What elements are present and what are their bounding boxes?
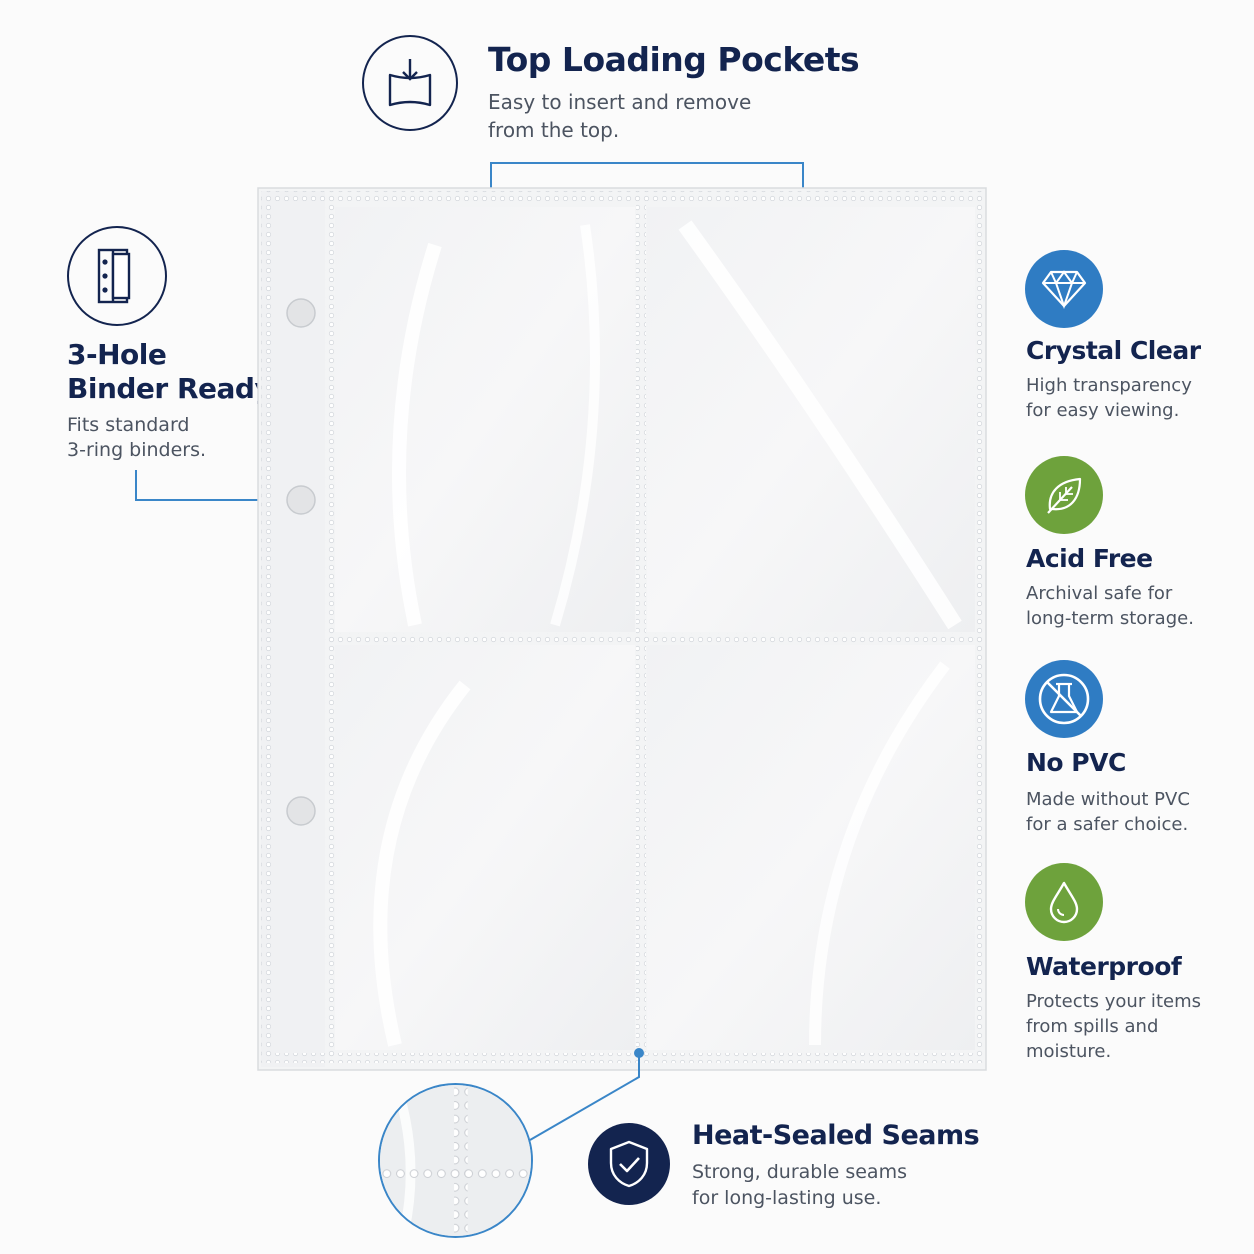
feature-desc-crystal-clear: High transparency for easy viewing. <box>1026 373 1192 423</box>
left-feature-title-line: Binder Ready <box>67 372 273 405</box>
feature-desc-line: Made without PVC <box>1026 789 1190 810</box>
feature-desc-waterproof: Protects your items from spills and mois… <box>1026 989 1201 1064</box>
shield-check-icon <box>588 1123 670 1205</box>
binder-ring-icon <box>67 226 167 326</box>
feature-desc-line: Protects your items <box>1026 991 1201 1012</box>
feature-desc-acid-free: Archival safe for long-term storage. <box>1026 581 1194 631</box>
left-feature-desc-line: 3-ring binders. <box>67 439 207 461</box>
feature-title-acid-free: Acid Free <box>1026 544 1153 573</box>
feature-desc-line: from spills and <box>1026 1016 1159 1037</box>
top-feature-desc-line: Easy to insert and remove <box>488 90 752 114</box>
feature-desc-line: Archival safe for <box>1026 583 1173 604</box>
left-feature-desc-line: Fits standard <box>67 414 190 436</box>
feature-desc-line: for easy viewing. <box>1026 400 1180 421</box>
water-drop-icon <box>1025 863 1103 941</box>
left-feature-title-line: 3-Hole <box>67 338 167 371</box>
feature-desc-line: High transparency <box>1026 375 1192 396</box>
seam-closeup-image <box>378 1083 533 1238</box>
bottom-feature-title: Heat-Sealed Seams <box>692 1120 980 1151</box>
no-pvc-icon <box>1025 660 1103 738</box>
bottom-feature-desc: Strong, durable seams for long-lasting u… <box>692 1159 907 1211</box>
bottom-callout-line <box>529 1048 644 1141</box>
feature-desc-line: long-term storage. <box>1026 608 1194 629</box>
left-feature-title: 3-Hole Binder Ready <box>67 338 273 406</box>
top-feature-desc: Easy to insert and remove from the top. <box>488 88 751 144</box>
leaf-icon <box>1025 456 1103 534</box>
top-loading-icon <box>362 35 458 131</box>
bottom-feature-desc-line: Strong, durable seams <box>692 1161 907 1183</box>
feature-title-waterproof: Waterproof <box>1026 952 1182 981</box>
top-feature-title: Top Loading Pockets <box>488 40 860 79</box>
feature-title-no-pvc: No PVC <box>1026 748 1126 777</box>
sheet-protector-image <box>257 187 987 1071</box>
feature-desc-line: for a safer choice. <box>1026 814 1189 835</box>
feature-title-crystal-clear: Crystal Clear <box>1026 336 1201 365</box>
feature-desc-no-pvc: Made without PVC for a safer choice. <box>1026 787 1190 837</box>
top-feature-desc-line: from the top. <box>488 118 620 142</box>
feature-desc-line: moisture. <box>1026 1041 1112 1062</box>
diamond-icon <box>1025 250 1103 328</box>
left-feature-desc: Fits standard 3-ring binders. <box>67 413 206 463</box>
bottom-feature-desc-line: for long-lasting use. <box>692 1187 882 1209</box>
